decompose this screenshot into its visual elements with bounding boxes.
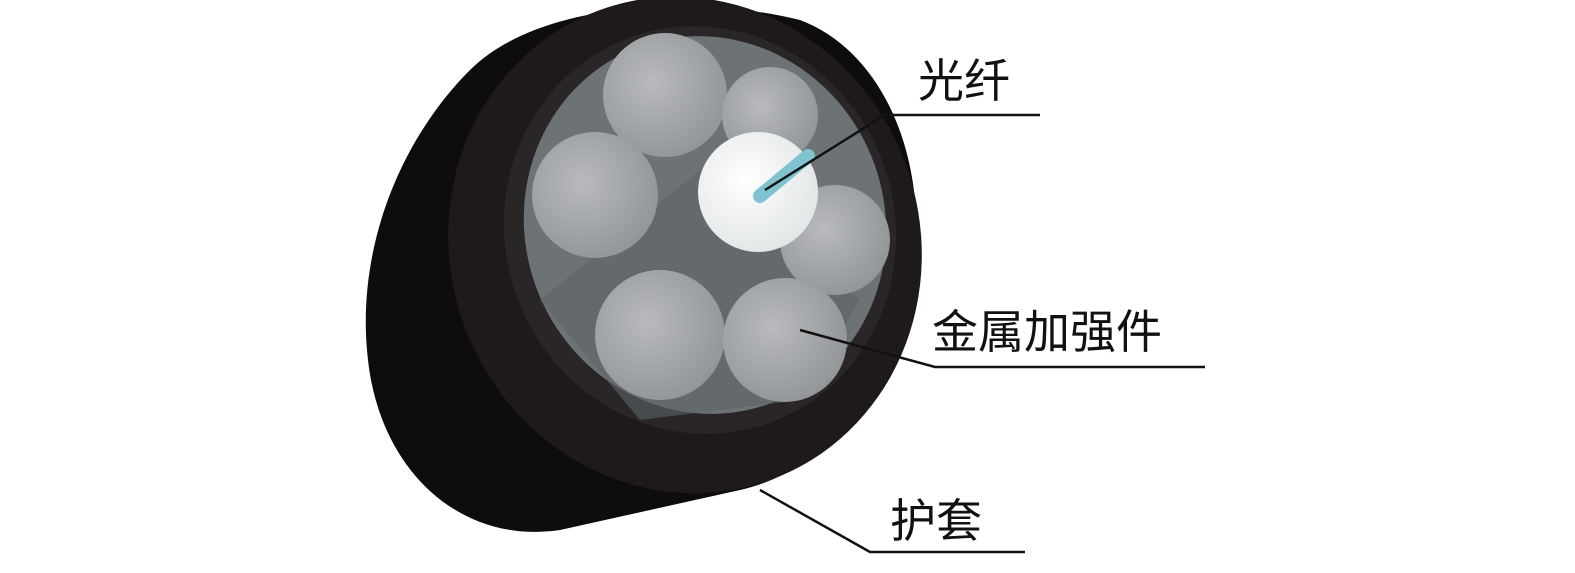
label-strength-member: 金属加强件 (932, 305, 1162, 359)
strength-members (532, 33, 890, 402)
strength-rod (723, 278, 847, 402)
strength-rod (532, 132, 658, 258)
label-sheath: 护套 (890, 494, 982, 548)
label-fiber: 光纤 (918, 54, 1010, 108)
leader-line-sheath (759, 488, 1025, 554)
strength-rod (603, 33, 727, 157)
leader-line-strength-member (799, 328, 1205, 369)
leader-line-fiber (764, 113, 1040, 192)
strength-rod (595, 270, 725, 400)
